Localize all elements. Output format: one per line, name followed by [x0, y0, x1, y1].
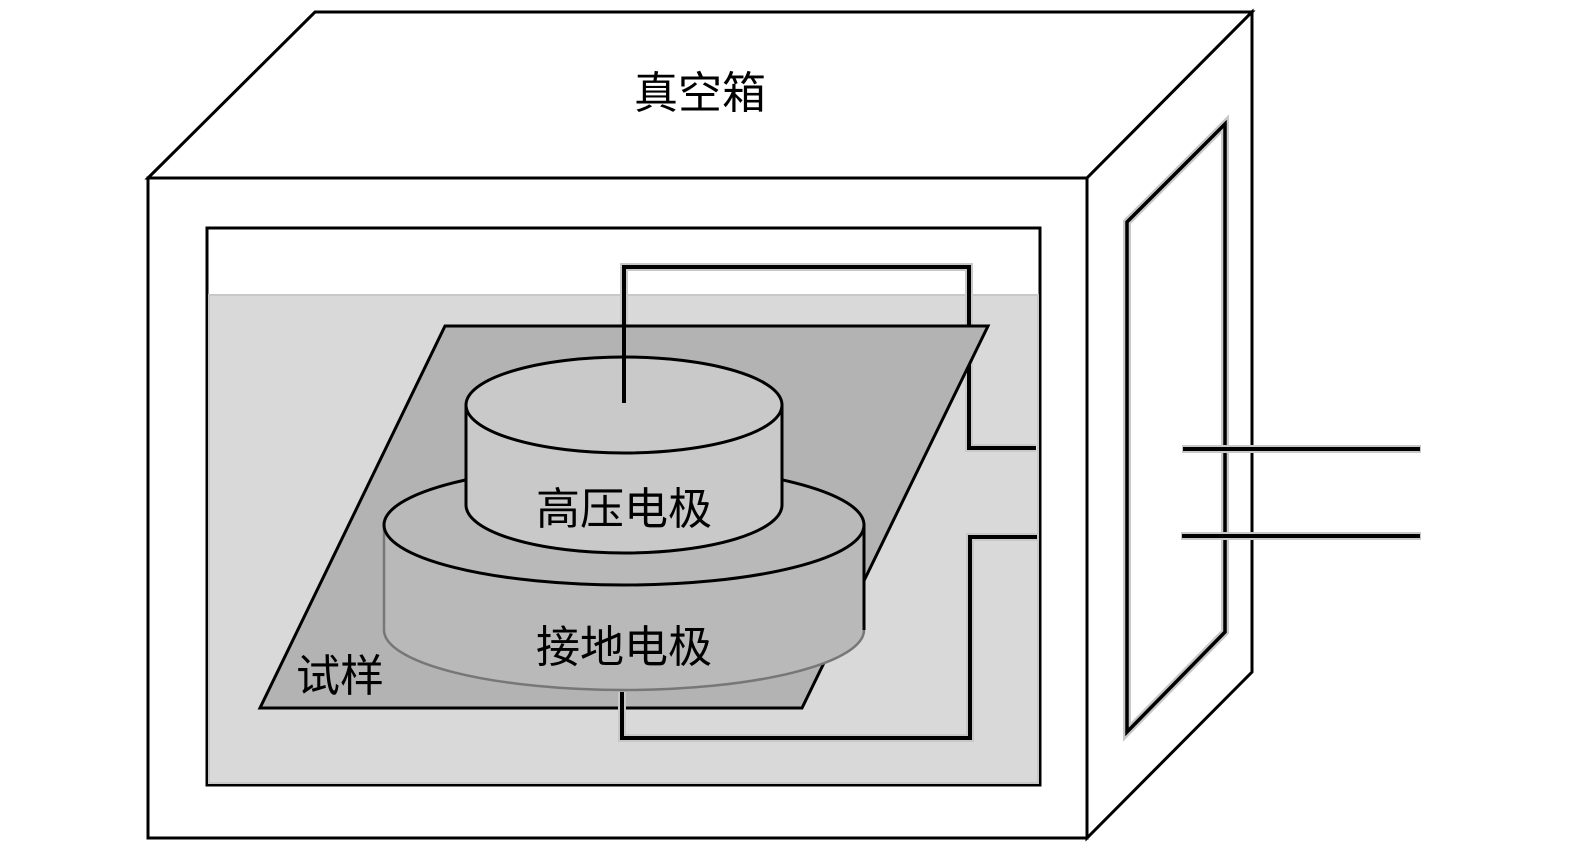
ground-electrode-label: 接地电极: [536, 622, 712, 673]
vacuum-chamber-label: 真空箱: [634, 68, 766, 119]
hv-electrode-label: 高压电极: [536, 484, 712, 535]
sample-label: 试样: [296, 651, 384, 702]
side-door: [1125, 119, 1227, 737]
ground-wire: [620, 535, 1037, 740]
